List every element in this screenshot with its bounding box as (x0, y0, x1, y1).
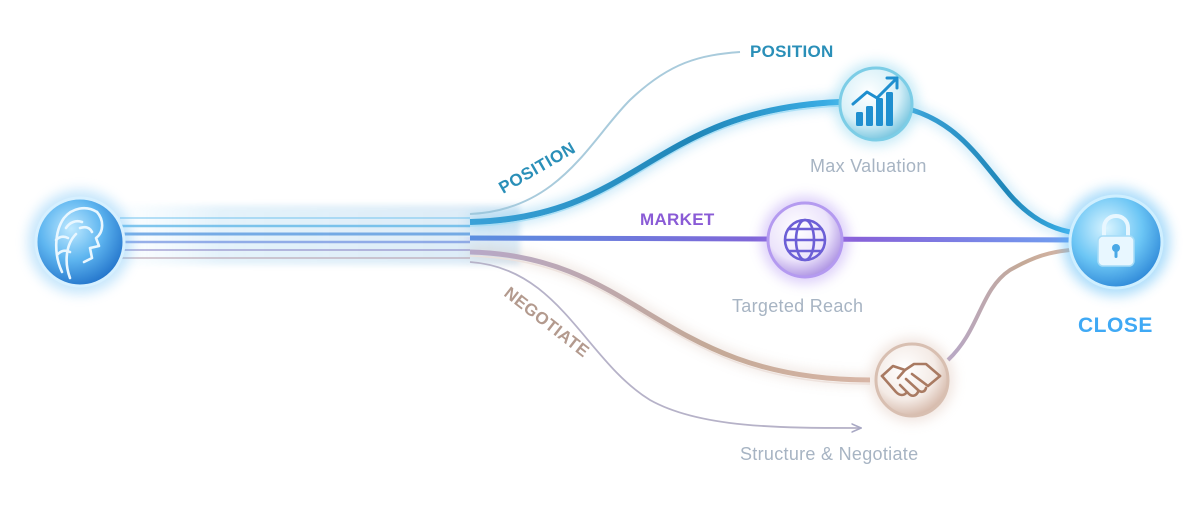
padlock-icon (1097, 213, 1135, 267)
max-valuation-node[interactable] (834, 62, 918, 146)
handshake-icon (880, 362, 942, 398)
fibre-trunk (120, 205, 520, 265)
start-node[interactable] (28, 190, 132, 294)
close-node[interactable] (1062, 188, 1170, 296)
negotiate-thin-arrow (469, 261, 860, 428)
caption-targeted-reach: Targeted Reach (732, 296, 864, 316)
targeted-reach-node[interactable] (761, 196, 849, 284)
position-path (469, 96, 1072, 237)
caption-max-valuation: Max Valuation (810, 156, 927, 176)
lion-head-icon (54, 206, 104, 280)
caption-structure-negotiate: Structure & Negotiate (740, 444, 919, 464)
position-thin-path (469, 51, 741, 215)
branch-label-position-top: POSITION (750, 42, 834, 61)
branch-label-market: MARKET (640, 210, 715, 229)
caption-close: CLOSE (1078, 314, 1153, 337)
globe-icon (783, 218, 827, 262)
structure-negotiate-node[interactable] (870, 338, 954, 422)
negotiate-path (469, 247, 1071, 385)
bar-chart-growth-icon (851, 76, 899, 126)
branch-label-position-curved: POSITION (496, 138, 579, 197)
